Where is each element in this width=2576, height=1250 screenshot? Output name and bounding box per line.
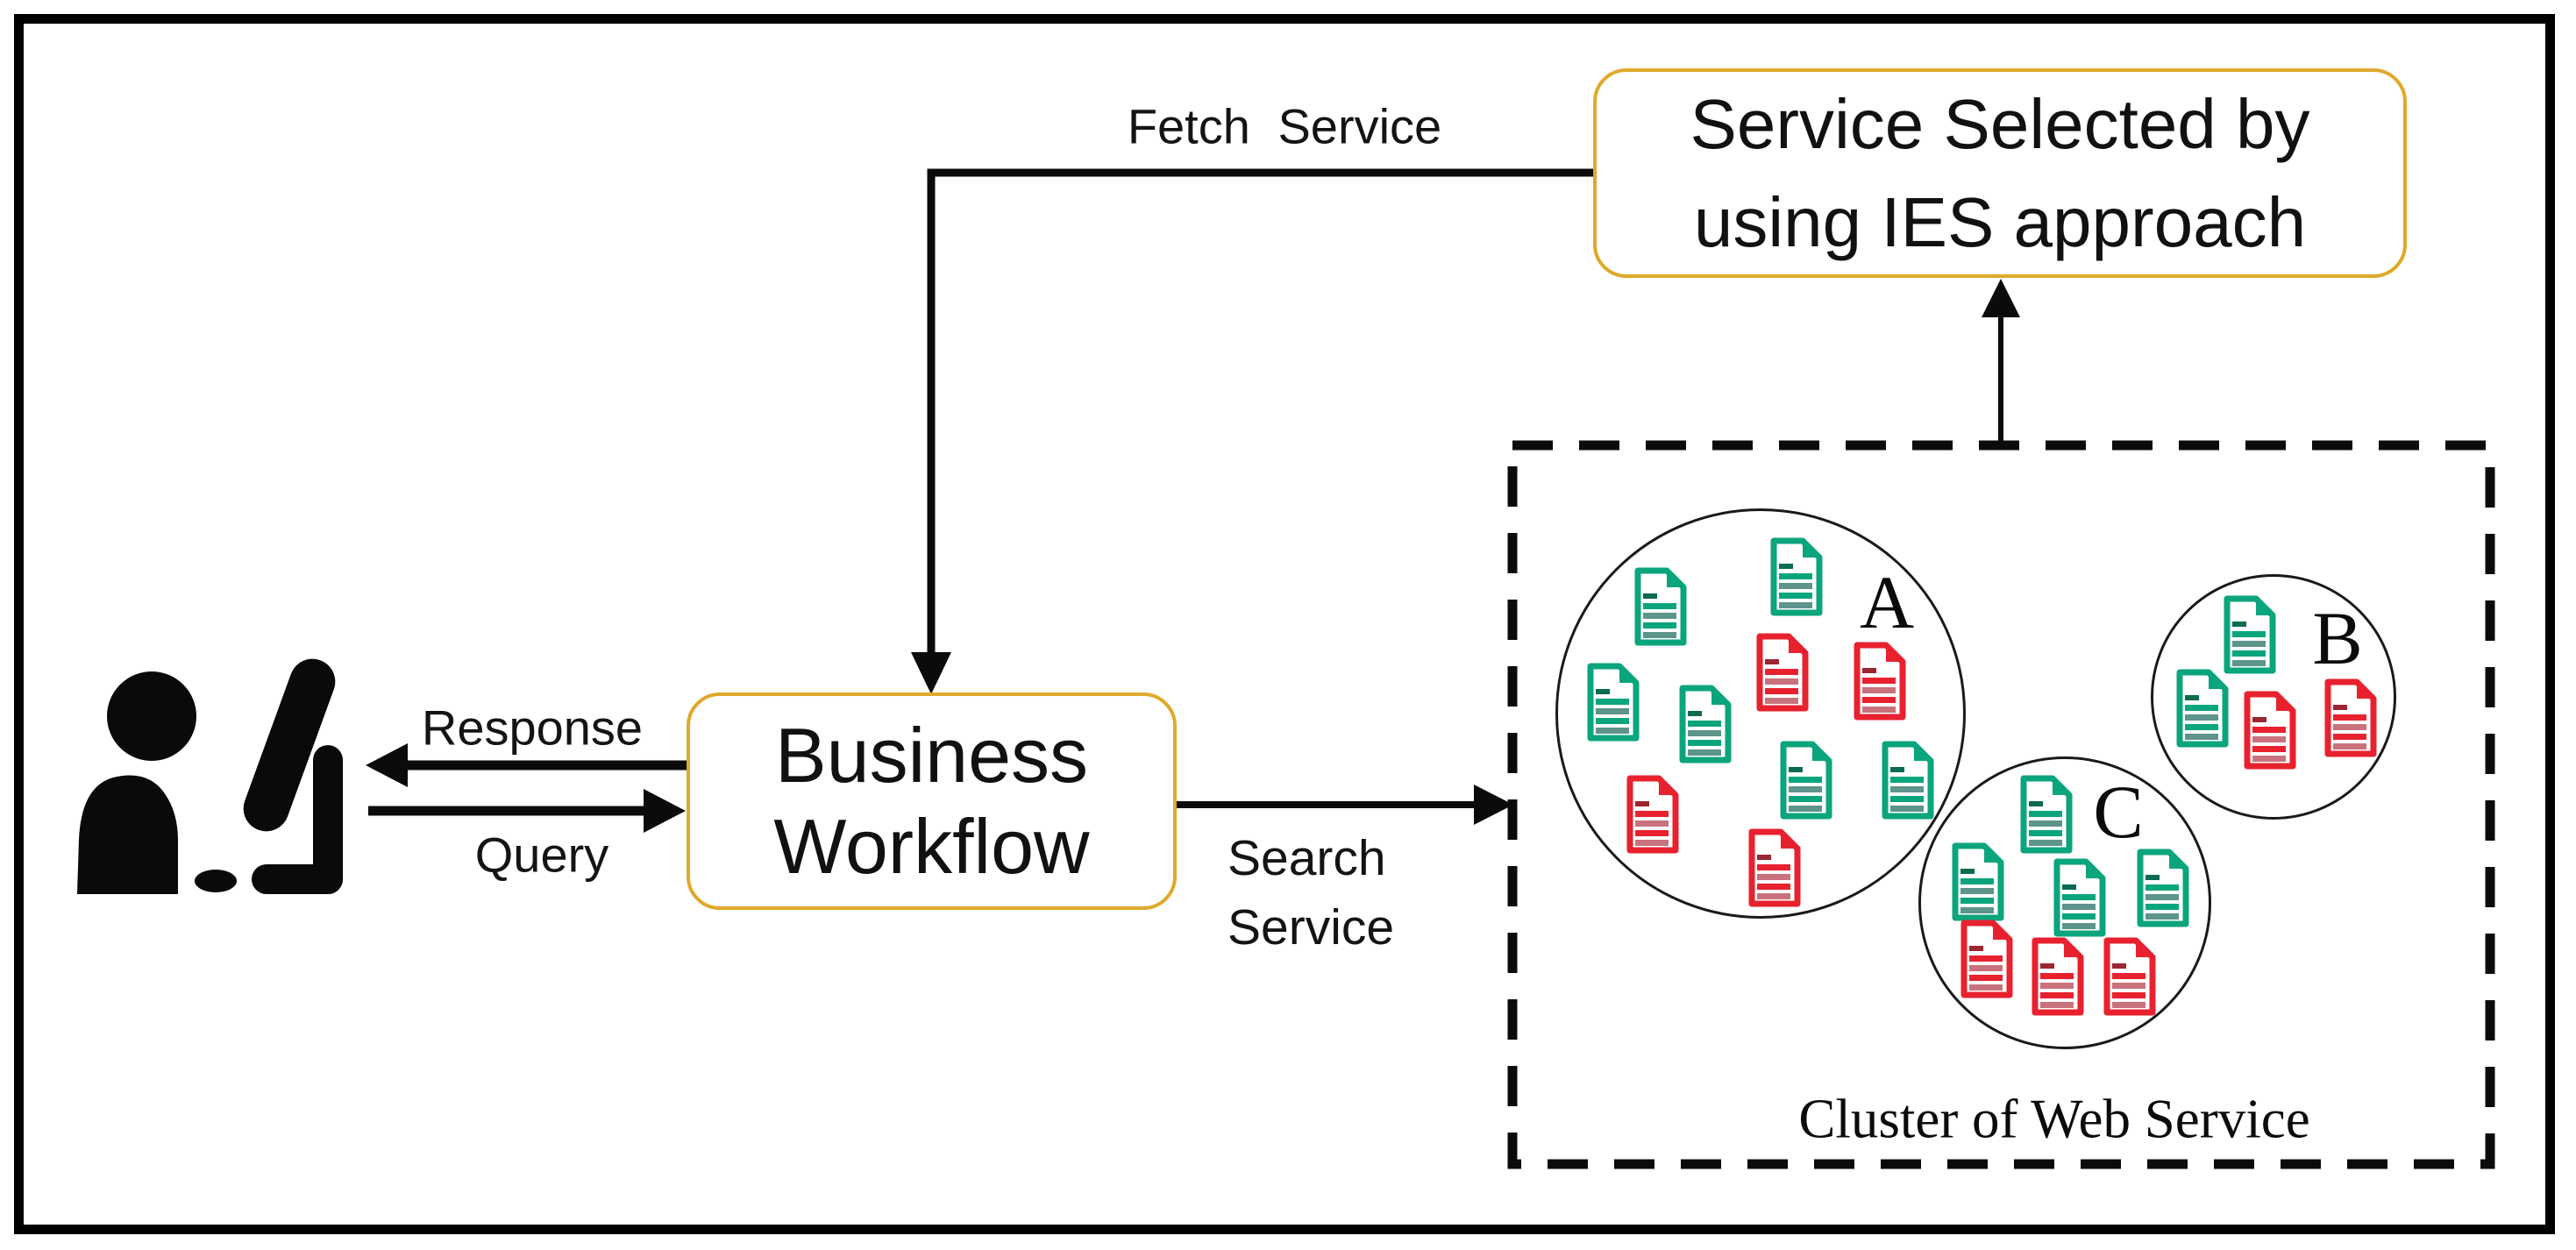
red-document-icon — [1850, 641, 1908, 721]
business-workflow-node: Business Workflow — [687, 692, 1177, 910]
red-document-icon — [2321, 678, 2379, 758]
service-selected-label-line1: Service Selected by — [1690, 84, 2310, 163]
cluster-a-letter: A — [1859, 560, 1915, 644]
green-document-icon — [1878, 740, 1936, 820]
query-arrow — [368, 789, 686, 833]
fetch-service-arrow — [911, 168, 1593, 694]
green-document-icon — [1676, 684, 1733, 764]
cluster-b-letter: B — [2312, 596, 2363, 680]
response-label: Response — [421, 700, 644, 756]
search-service-arrow — [1177, 785, 1513, 825]
service-selected-node: Service Selected by using IES approach — [1593, 68, 2407, 278]
red-document-icon — [1745, 827, 1803, 908]
red-document-icon — [1623, 774, 1681, 855]
fetch-service-label: Fetch Service — [1127, 98, 1442, 154]
search-service-label-line1: Search — [1228, 830, 1386, 886]
cluster-c-circle — [1918, 756, 2211, 1049]
diagram-frame — [14, 14, 2555, 1234]
red-document-icon — [2240, 690, 2298, 771]
search-service-label: Search Service — [1228, 824, 1394, 962]
business-workflow-label-line2: Workflow — [773, 803, 1090, 890]
green-document-icon — [2050, 857, 2108, 938]
green-document-icon — [2017, 774, 2074, 855]
cluster-a-circle — [1555, 508, 1966, 919]
red-document-icon — [2100, 936, 2158, 1017]
red-document-icon — [1753, 632, 1811, 713]
green-document-icon — [1776, 740, 1834, 820]
business-workflow-label-line1: Business — [774, 712, 1089, 799]
green-document-icon — [1767, 536, 1825, 617]
response-arrow — [366, 743, 687, 787]
green-document-icon — [1948, 842, 2006, 922]
green-document-icon — [1631, 566, 1689, 647]
red-document-icon — [2028, 936, 2086, 1017]
green-document-icon — [2133, 848, 2191, 928]
green-document-icon — [2173, 668, 2231, 749]
cluster-c-letter: C — [2093, 770, 2144, 854]
cluster-b-circle — [2151, 574, 2396, 820]
green-document-icon — [1583, 662, 1641, 742]
search-service-label-line2: Service — [1228, 899, 1395, 955]
query-label: Query — [474, 827, 609, 883]
red-document-icon — [1957, 919, 2015, 999]
ies-selection-arrow — [1982, 279, 2020, 445]
cluster-box-caption: Cluster of Web Service — [1798, 1088, 2310, 1150]
green-document-icon — [2220, 594, 2278, 675]
user-at-computer-icon — [75, 653, 355, 907]
service-selected-label-line2: using IES approach — [1693, 182, 2307, 261]
